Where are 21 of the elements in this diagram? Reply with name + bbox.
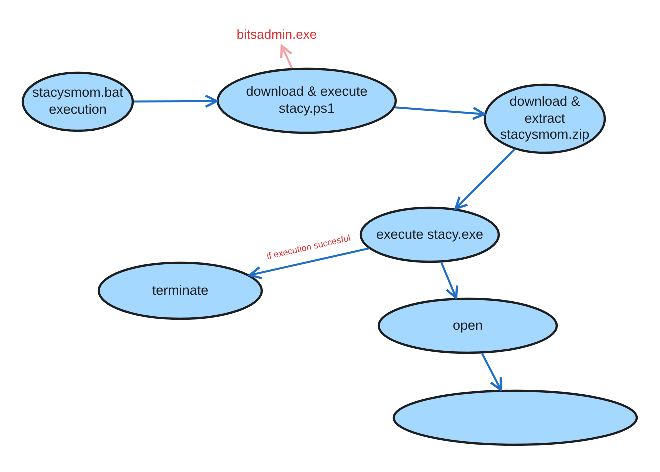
process-ellipse (98, 262, 263, 320)
node-label: terminate (151, 282, 210, 300)
process-ellipse (22, 72, 134, 132)
node-label: execute stacy.exe (375, 226, 485, 244)
node-label: stacysmom.bat execution (32, 85, 124, 119)
arrow (280, 44, 294, 69)
process-ellipse (484, 84, 606, 154)
node-label: bitsadmin.exe (236, 26, 318, 44)
process-ellipse (393, 390, 638, 446)
arrow (454, 148, 516, 210)
process-ellipse (360, 207, 500, 263)
arrow (481, 353, 502, 392)
process-ellipse (217, 68, 397, 134)
node-label: open (452, 318, 484, 334)
node-label: download & extract stacysmom.zip (499, 94, 591, 144)
node-label: download & execute stacy.ps1 (245, 84, 369, 118)
process-ellipse (378, 298, 558, 354)
arrow (248, 248, 370, 280)
arrow (134, 94, 218, 108)
arrow (440, 262, 458, 300)
arrow (395, 106, 486, 120)
